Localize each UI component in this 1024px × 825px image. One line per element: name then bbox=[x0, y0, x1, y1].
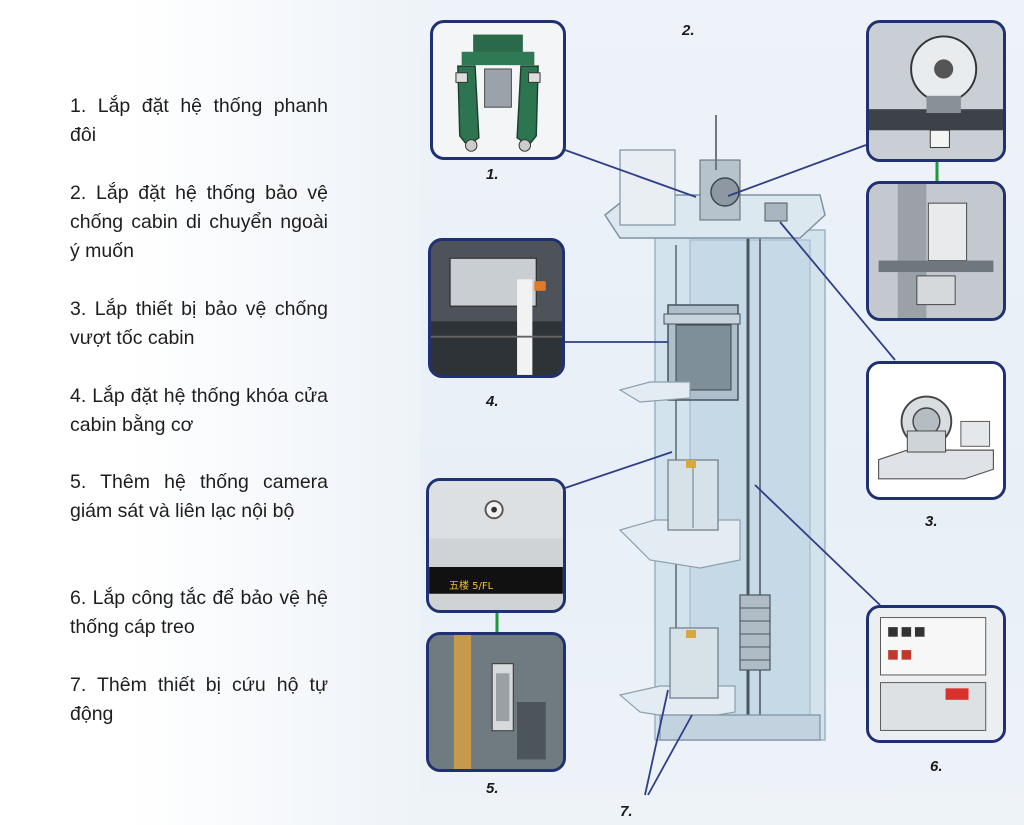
counterweight bbox=[739, 594, 771, 671]
callout-3: 3. bbox=[925, 513, 938, 530]
shaft-pit bbox=[659, 714, 821, 741]
feature-item-5: 5. Thêm hệ thống camera giám sát và liên… bbox=[70, 471, 328, 522]
inset-overspeed-governor bbox=[866, 361, 1006, 500]
inset-double-brake bbox=[430, 20, 566, 160]
leader-7a bbox=[644, 689, 669, 796]
inset-cabin-door-lock bbox=[428, 238, 565, 378]
feature-item-1: 1. Lắp đặt hệ thống phanh đôi bbox=[70, 95, 328, 146]
leader-5 bbox=[564, 451, 673, 489]
left-background bbox=[0, 0, 420, 825]
feature-item-6: 6. Lắp công tắc để bảo vệ hệ thống cáp t… bbox=[70, 587, 328, 638]
callout-5: 5. bbox=[486, 780, 499, 797]
machine-room bbox=[603, 115, 826, 239]
floor-indicator-text: 五楼 5/FL bbox=[449, 581, 494, 592]
callout-1: 1. bbox=[486, 166, 499, 183]
leader-lines bbox=[564, 144, 896, 796]
feature-item-3: 3. Lắp thiết bị bảo vệ chống vượt tốc ca… bbox=[70, 298, 328, 349]
leader-3 bbox=[779, 221, 896, 361]
inset-uncontrolled-movement-bottom bbox=[866, 181, 1006, 321]
callout-7: 7. bbox=[620, 803, 633, 820]
inset-camera: 五楼 5/FL bbox=[426, 478, 566, 613]
leader-2 bbox=[727, 144, 867, 197]
inset-intercom bbox=[426, 632, 566, 772]
feature-item-7: 7. Thêm thiết bị cứu hộ tự động bbox=[70, 674, 328, 725]
feature-item-4: 4. Lắp đặt hệ thống khóa cửa cabin bằng … bbox=[70, 385, 328, 436]
leader-6 bbox=[754, 484, 881, 606]
inset-uncontrolled-movement-top bbox=[866, 20, 1006, 162]
leader-7b bbox=[647, 714, 693, 796]
callout-6: 6. bbox=[930, 758, 943, 775]
callout-2: 2. bbox=[682, 22, 695, 39]
leader-1 bbox=[564, 149, 697, 198]
inset-rope-switch bbox=[866, 605, 1006, 743]
callout-4: 4. bbox=[486, 393, 499, 410]
feature-item-2: 2. Lắp đặt hệ thống bảo vệ chống cabin d… bbox=[70, 182, 328, 262]
floor-landings bbox=[618, 381, 741, 721]
